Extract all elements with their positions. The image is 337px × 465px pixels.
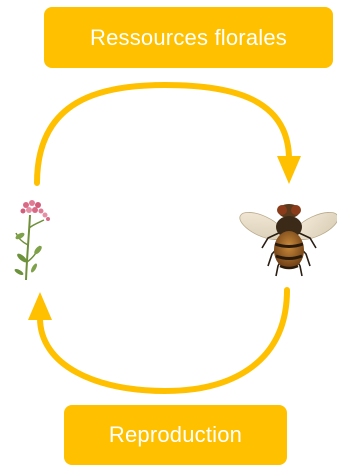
bottom-arrow-arc — [40, 290, 287, 391]
reproduction-label: Reproduction — [109, 422, 242, 448]
bottom-arrowhead-icon — [28, 292, 52, 320]
reproduction-label-box: Reproduction — [64, 405, 287, 465]
top-arrow-arc — [37, 85, 289, 183]
top-arrowhead-icon — [277, 156, 301, 184]
flower-icon — [14, 200, 50, 280]
fly-icon — [236, 204, 337, 276]
